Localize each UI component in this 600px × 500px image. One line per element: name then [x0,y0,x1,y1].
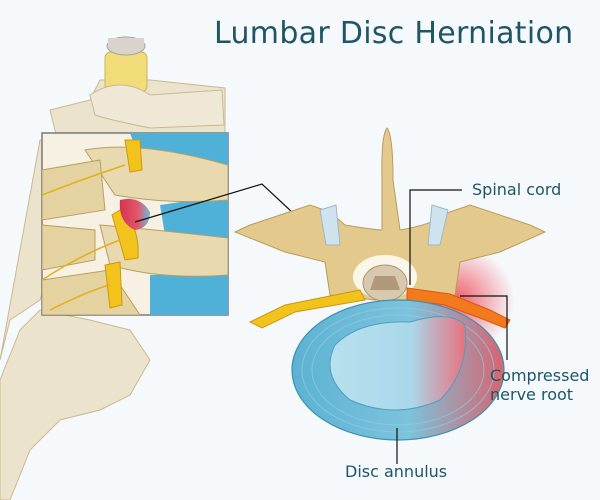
diagram-title: Lumbar Disc Herniation [214,16,574,51]
inset-lateral-detail [41,132,229,316]
vertebra-cross-section [233,127,547,329]
label-spinal-cord: Spinal cord [472,180,562,199]
label-compressed-line2: nerve root [490,385,574,404]
nerve-root-left [248,289,366,329]
label-disc-annulus: Disc annulus [345,462,448,481]
spinal-cord-leader [409,189,462,285]
nerve-root-leader [460,295,508,360]
intervertebral-disc [291,299,505,441]
label-compressed-line1: Compressed [490,366,590,385]
